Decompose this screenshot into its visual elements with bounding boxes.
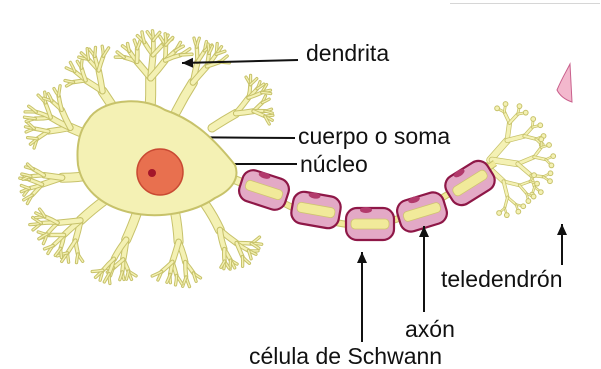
telodendron-bouton [531, 117, 536, 122]
telodendron-branch [534, 157, 546, 159]
telodendron-bouton [538, 123, 543, 128]
myelin-segment [346, 207, 394, 240]
schwann-nucleus [360, 207, 372, 213]
telodendron-bouton [547, 143, 552, 148]
telodendron-bouton [548, 179, 553, 184]
cell-body [77, 101, 236, 215]
dendrite-branch [181, 54, 192, 55]
dendrite-branch [175, 212, 179, 242]
dendrite-branch [185, 262, 186, 277]
telodendron-bouton [526, 199, 531, 204]
telodendron-branch [524, 136, 536, 139]
arrow-telodendron-head [557, 224, 567, 235]
dendrite-branch [80, 200, 105, 220]
myelin-segment [290, 189, 343, 230]
telodendron-bouton [517, 104, 522, 109]
myelin-segment [236, 166, 292, 212]
telodendron-branch [508, 197, 516, 204]
telodendron-bouton [497, 211, 502, 216]
telodendron-bouton [521, 204, 526, 209]
dendrite-branch [95, 47, 96, 56]
synaptic-terminal [557, 64, 572, 102]
label-soma: cuerpo o soma [298, 125, 450, 148]
label-dendrite: dendrita [306, 42, 389, 65]
telodendron-bouton [503, 102, 508, 107]
telodendron-bouton [523, 110, 528, 115]
label-telodendron: teledendrón [441, 268, 563, 291]
telodendron-bouton [548, 171, 553, 176]
dendrite-branch [44, 175, 62, 178]
dendrite-branch [236, 111, 254, 113]
nucleolus [148, 169, 156, 177]
telodendron-bouton [549, 163, 554, 168]
label-nucleus: núcleo [300, 153, 368, 176]
telodendron-bouton [531, 194, 536, 199]
arrow-schwann-head [357, 252, 367, 263]
telodendron-bouton [532, 173, 537, 178]
telodendron-branch [510, 114, 518, 123]
telodendron-bouton [551, 154, 556, 159]
telodendron-bouton [516, 209, 521, 214]
dendrite-branch [172, 242, 178, 262]
telodendron-bouton [538, 190, 543, 195]
telodendron-bouton [535, 181, 540, 186]
myelin-axon-window [351, 219, 389, 229]
telodendron-bouton [539, 137, 544, 142]
arrow-dendrite-head [182, 58, 193, 68]
myelin-segment [394, 189, 450, 235]
telodendron-bouton [495, 106, 500, 111]
dendrite-branch [81, 60, 82, 68]
telodendron-bouton [504, 213, 509, 218]
telodendron-branch [519, 185, 526, 193]
dendrite-branch [58, 220, 81, 222]
telodendria [486, 102, 556, 218]
label-schwann-cell: célula de Schwann [249, 345, 442, 368]
label-axon: axón [405, 318, 455, 341]
telodendron-branch [518, 164, 531, 175]
nucleus [137, 149, 183, 195]
